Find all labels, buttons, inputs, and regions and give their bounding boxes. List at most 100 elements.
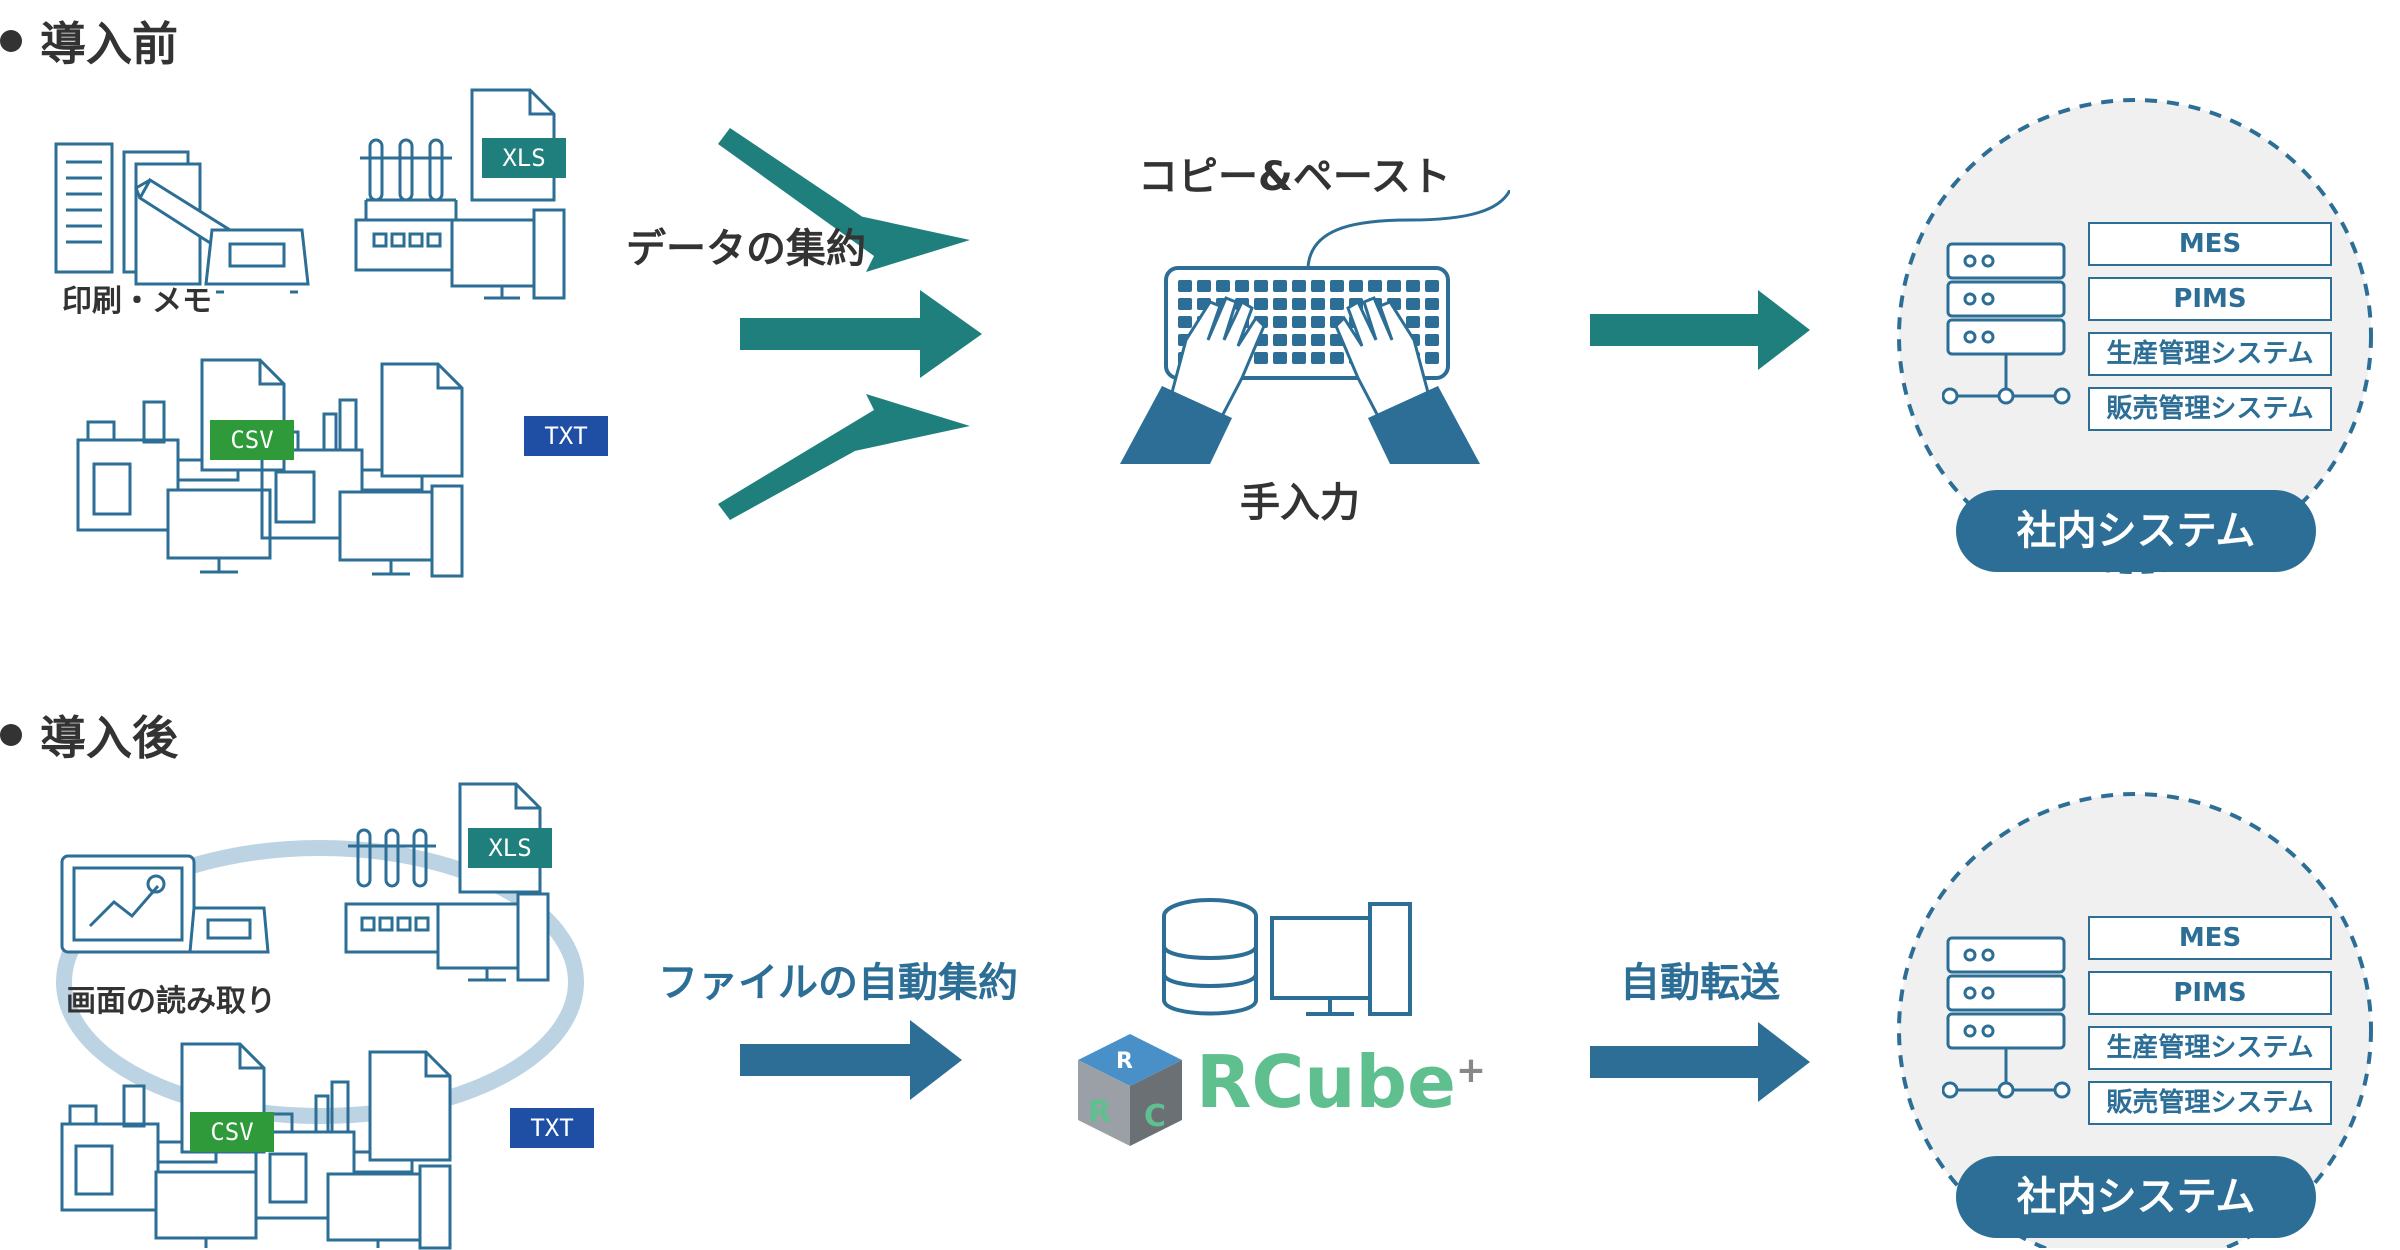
monitor-icon xyxy=(338,484,464,578)
monitor-icon xyxy=(326,1164,452,1250)
keyboard-key xyxy=(1311,352,1325,364)
system-cloud xyxy=(1897,792,2373,1248)
server-icon xyxy=(1942,242,2071,405)
scale-icon xyxy=(188,906,270,954)
svg-text:C: C xyxy=(1144,1099,1166,1134)
bullet-dot xyxy=(0,30,22,52)
copy-paste-label: コピー&ペースト xyxy=(1138,154,1451,200)
monitor-icon xyxy=(450,208,566,300)
system-item-production: 生産管理システム xyxy=(2088,1026,2332,1070)
keyboard-key xyxy=(1330,280,1344,292)
keyboard-key xyxy=(1311,298,1325,310)
keyboard-key xyxy=(1292,280,1306,292)
keyboard-key xyxy=(1311,334,1325,346)
keyboard-key xyxy=(1311,280,1325,292)
system-item-sales: 販売管理システム xyxy=(2088,1081,2332,1125)
after-heading: 導入後 xyxy=(0,702,178,768)
system-item-pims: PIMS xyxy=(2088,277,2332,321)
keyboard-key xyxy=(1292,316,1306,328)
after-system-arrow xyxy=(1590,1022,1810,1102)
screen-reading-label: 画面の読み取り xyxy=(66,984,276,1019)
data-aggregation-label: データの集約 xyxy=(626,226,866,272)
keyboard-key xyxy=(1216,280,1230,292)
xls-tag: XLS xyxy=(468,828,552,868)
keyboard-key xyxy=(1197,280,1211,292)
monitor-icon xyxy=(436,892,550,982)
keyboard-key xyxy=(1425,298,1439,310)
equipment-icon xyxy=(260,398,424,540)
scale-icon xyxy=(204,228,310,294)
system-item-sales: 販売管理システム xyxy=(2088,387,2332,431)
product-name: RCube+ xyxy=(1196,1040,1487,1124)
aggregation-arrow xyxy=(740,290,982,378)
system-item-pims: PIMS xyxy=(2088,971,2332,1015)
print-memo-label: 印刷・メモ xyxy=(62,284,212,319)
keyboard-key xyxy=(1273,298,1287,310)
lab-instrument-icon xyxy=(354,138,468,272)
rcube-logo-icon: R R C xyxy=(1078,1034,1182,1146)
keyboard-key xyxy=(1178,298,1192,310)
grouping-ring xyxy=(56,840,584,1124)
keyboard-key xyxy=(1406,298,1420,310)
sleeve-icon xyxy=(1120,386,1480,464)
aggregation-arrow xyxy=(718,128,970,272)
database-server-icon xyxy=(1162,898,1412,1016)
keyboard-key xyxy=(1273,280,1287,292)
svg-text:R: R xyxy=(1088,1095,1111,1130)
keyboard-illustration xyxy=(1120,190,1510,464)
hand-icon xyxy=(1168,296,1432,422)
screen-icon xyxy=(60,854,196,954)
file-txt-icon xyxy=(380,362,464,478)
lab-instrument-icon xyxy=(344,828,452,954)
keyboard-key xyxy=(1178,280,1192,292)
keyboard-key xyxy=(1425,334,1439,346)
txt-tag: TXT xyxy=(524,416,608,456)
manual-input-label: 手入力 xyxy=(1240,480,1360,526)
before-aggregation-arrows xyxy=(718,128,982,520)
before-heading: 導入前 xyxy=(0,8,178,74)
keyboard-key xyxy=(1254,298,1268,310)
keyboard-key xyxy=(1330,352,1344,364)
keyboard-key xyxy=(1406,316,1420,328)
system-item-production: 生産管理システム xyxy=(2088,332,2332,376)
aggregation-arrow xyxy=(718,394,970,520)
keyboard-key xyxy=(1178,316,1192,328)
server-icon xyxy=(1942,936,2071,1099)
before-system-arrow xyxy=(1590,290,1810,370)
xls-tag: XLS xyxy=(482,138,566,178)
system-title-pill: 社内システム xyxy=(1956,490,2316,572)
monitor-icon xyxy=(166,488,272,574)
keyboard-key xyxy=(1273,334,1287,346)
system-title-pill: 社内システム xyxy=(1956,1156,2316,1238)
keyboard-key xyxy=(1368,280,1382,292)
keyboard-key xyxy=(1292,334,1306,346)
keyboard-key xyxy=(1273,316,1287,328)
bullet-dot xyxy=(0,724,22,746)
file-txt-icon xyxy=(368,1050,452,1162)
csv-tag: CSV xyxy=(190,1112,274,1152)
auto-aggregation-label: ファイルの自動集約 xyxy=(658,960,1018,1006)
after-aggregation-arrow xyxy=(740,1020,962,1100)
keyboard-key xyxy=(1254,280,1268,292)
keyboard-key xyxy=(1292,352,1306,364)
system-item-mes: MES xyxy=(2088,916,2332,960)
csv-tag: CSV xyxy=(210,420,294,460)
keyboard-key xyxy=(1349,280,1363,292)
svg-text:R: R xyxy=(1116,1049,1133,1074)
keyboard-key xyxy=(1311,316,1325,328)
auto-transfer-label: 自動転送 xyxy=(1620,960,1780,1006)
monitor-icon xyxy=(154,1170,258,1248)
keyboard-key xyxy=(1330,298,1344,310)
keyboard-key xyxy=(1425,280,1439,292)
keyboard-key xyxy=(1235,280,1249,292)
keyboard-key xyxy=(1425,352,1439,364)
system-item-mes: MES xyxy=(2088,222,2332,266)
keyboard-cable xyxy=(1306,190,1510,269)
keyboard-key xyxy=(1273,352,1287,364)
txt-tag: TXT xyxy=(510,1108,594,1148)
keyboard-key xyxy=(1292,298,1306,310)
keyboard-key xyxy=(1387,280,1401,292)
keyboard-key xyxy=(1425,316,1439,328)
keyboard-key xyxy=(1406,280,1420,292)
keyboard-key xyxy=(1254,352,1268,364)
